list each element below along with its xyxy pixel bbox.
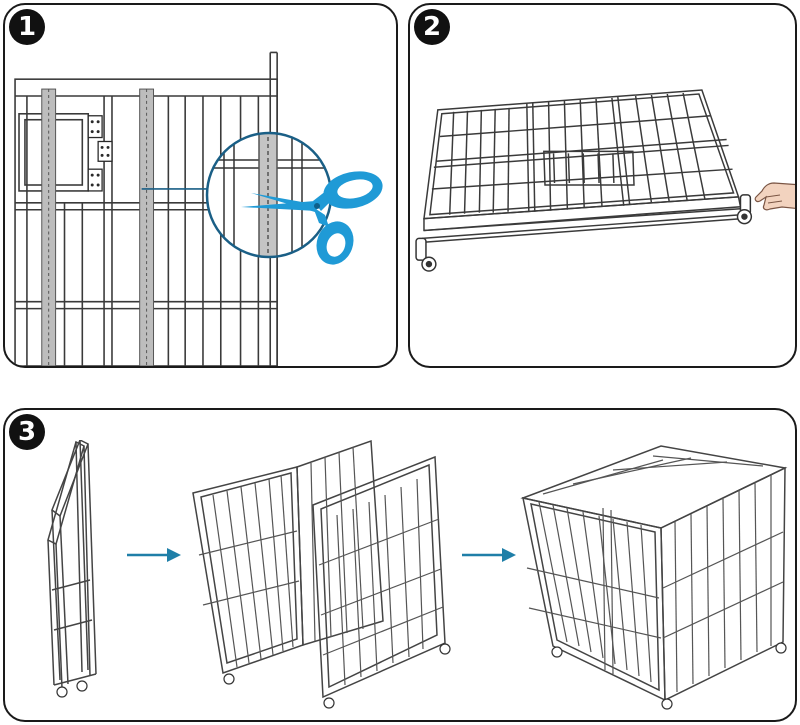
scissors-icon xyxy=(241,171,383,265)
half-unfolded-crate-illustration xyxy=(192,439,451,709)
arrow-right-icon xyxy=(127,548,181,562)
step-3-panel xyxy=(3,408,797,722)
step-1-panel xyxy=(3,3,398,368)
crate-base-with-wheels-illustration xyxy=(415,89,753,272)
folded-crate-illustration xyxy=(47,440,97,698)
step-1-badge: 1 xyxy=(9,9,45,45)
arrow-right-icon xyxy=(462,548,516,562)
step-2-panel xyxy=(408,3,797,368)
step-2-badge: 2 xyxy=(414,9,450,45)
hand-icon xyxy=(754,182,795,211)
step-3-badge: 3 xyxy=(9,414,45,450)
assembled-crate-illustration xyxy=(520,445,788,710)
